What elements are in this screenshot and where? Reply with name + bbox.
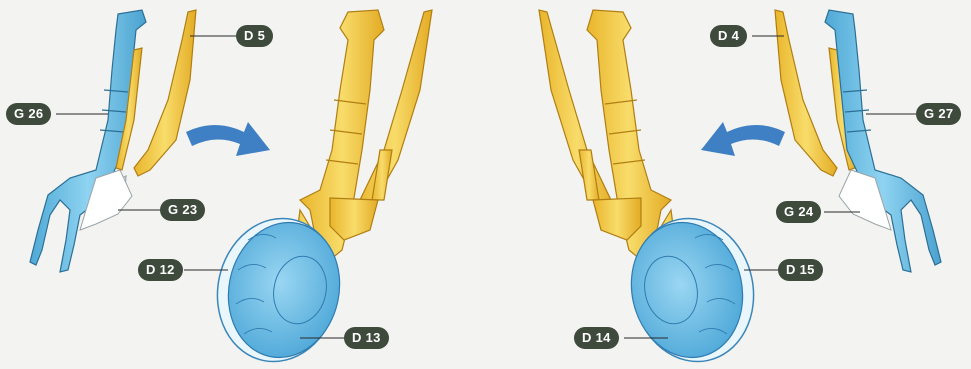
- callout-d12: D 12: [138, 259, 183, 281]
- callout-g24: G 24: [776, 201, 821, 223]
- callout-d5: D 5: [236, 25, 273, 47]
- callout-g27: G 27: [916, 103, 961, 125]
- callout-g23: G 23: [160, 199, 205, 221]
- callout-d15: D 15: [778, 259, 823, 281]
- curved-arrow-left-icon: [701, 122, 785, 156]
- callout-d14: D 14: [574, 327, 619, 349]
- callout-d13: D 13: [344, 327, 389, 349]
- curved-arrow-right-icon: [186, 122, 270, 156]
- callout-g26: G 26: [6, 103, 51, 125]
- callout-d4: D 4: [710, 25, 747, 47]
